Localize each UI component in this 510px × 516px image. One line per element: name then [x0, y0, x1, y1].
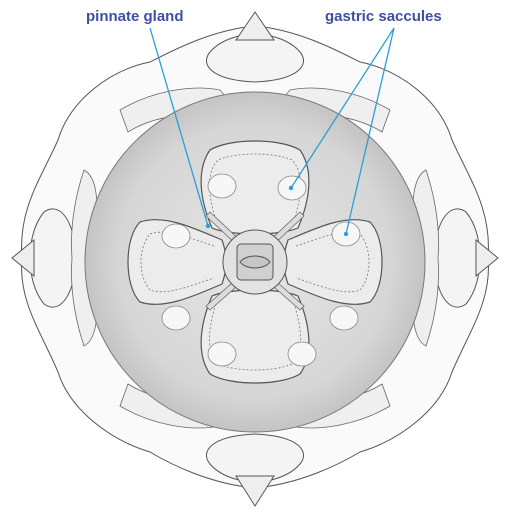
manubrium [223, 230, 287, 294]
pointer-dot-saccule-1 [289, 186, 293, 190]
pointer-dot-pinnate [206, 224, 210, 228]
label-gastric-saccules: gastric saccules [325, 8, 442, 26]
label-pinnate-gland: pinnate gland [86, 8, 184, 26]
pointer-dot-saccule-2 [344, 232, 348, 236]
